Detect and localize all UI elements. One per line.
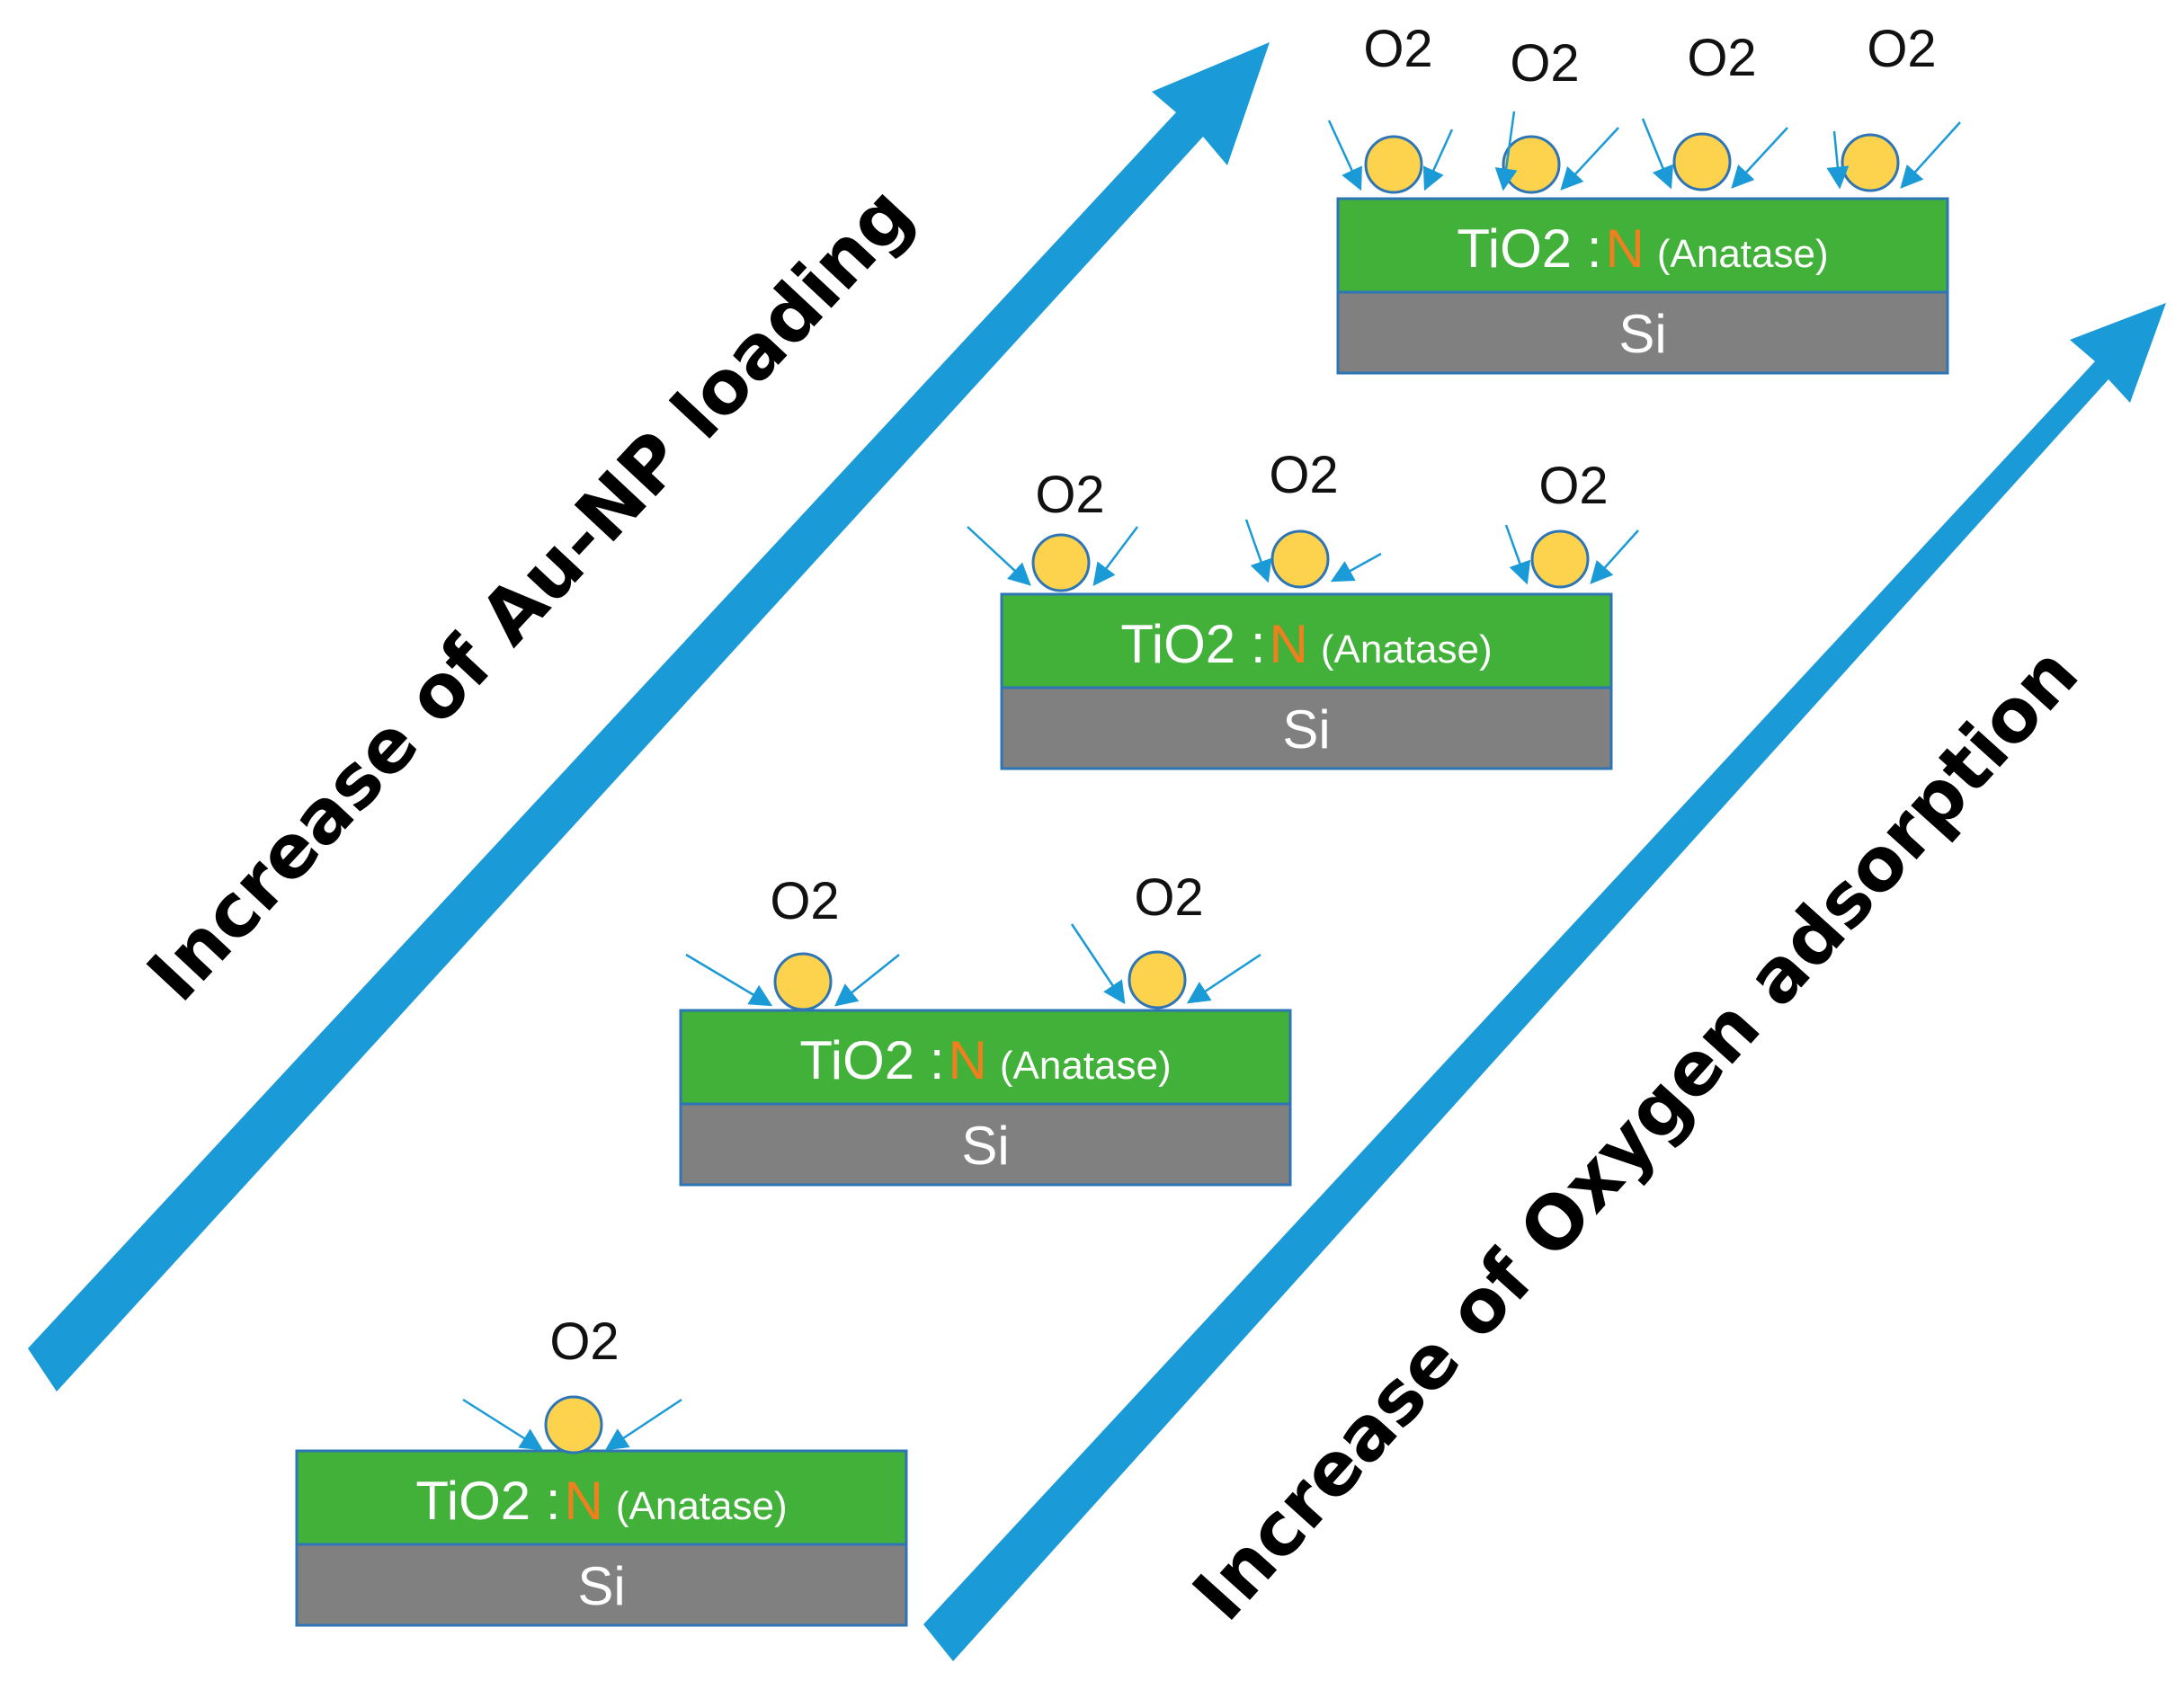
- oxygen-flow-arrow: [1641, 118, 1674, 190]
- nanoparticle-site: O2: [1826, 20, 1961, 192]
- phase-label: (Anatase): [1657, 232, 1829, 276]
- film-formula: TiO2 :: [415, 1471, 560, 1531]
- nanoparticle-site: O2: [967, 466, 1138, 592]
- nanoparticle-site: O2: [1070, 868, 1261, 1010]
- si-substrate: [679, 1102, 1292, 1187]
- o2-label: O2: [1510, 34, 1579, 93]
- oxygen-flow-arrow: [1494, 111, 1518, 191]
- o2-label: O2: [1035, 466, 1104, 524]
- film-label: TiO2 : N (Anatase): [1457, 218, 1828, 279]
- au-nanoparticle: [1364, 135, 1423, 194]
- film-formula: TiO2 :: [799, 1030, 944, 1090]
- film-formula: TiO2 :: [1120, 614, 1265, 674]
- oxygen-flow-arrow: [685, 953, 773, 1007]
- sample-1: TiO2 : N (Anatase) Si O2: [295, 1312, 908, 1627]
- sample-2: TiO2 : N (Anatase) Si O2 O2: [679, 868, 1292, 1187]
- oxygen-flow-arrow: [1330, 552, 1382, 583]
- oxygen-flow-arrow: [604, 1398, 682, 1451]
- oxygen-flow-arrow: [1504, 524, 1531, 585]
- oxygen-flow-arrow: [1092, 526, 1138, 586]
- au-nanoparticle: [544, 1395, 603, 1454]
- o2-label: O2: [549, 1312, 619, 1371]
- o2-label: O2: [1269, 446, 1338, 504]
- oxygen-arrow-label: Increase of Oxygen adsorption: [1177, 631, 2095, 1637]
- sample-3: TiO2 : N (Anatase) Si O2 O2 O2: [967, 446, 1639, 770]
- au-nanoparticle: [1502, 135, 1561, 194]
- film-formula: TiO2 :: [1457, 218, 1601, 279]
- si-substrate: [1336, 290, 1949, 375]
- film-label: TiO2 : N (Anatase): [799, 1030, 1171, 1090]
- au-nanoparticle: [1841, 133, 1900, 192]
- tio2-n-film: [295, 1449, 908, 1546]
- au-np-arrow-shape: [28, 42, 1270, 1392]
- oxygen-flow-arrow: [1327, 120, 1362, 191]
- o2-label: O2: [1867, 20, 1936, 78]
- oxygen-flow-arrow: [462, 1398, 544, 1451]
- substrate-label: Si: [577, 1556, 625, 1616]
- oxygen-flow-arrow: [1590, 529, 1639, 584]
- substrate-label: Si: [1282, 699, 1330, 760]
- o2-label: O2: [1687, 29, 1756, 87]
- phase-label: (Anatase): [616, 1484, 788, 1528]
- oxygen-flow-arrow: [1244, 519, 1272, 583]
- nanoparticle-site: O2: [1641, 29, 1788, 191]
- nanoparticle-site: O2: [1244, 446, 1382, 589]
- si-substrate: [1000, 686, 1613, 770]
- oxygen-flow-arrow: [1900, 121, 1961, 189]
- oxygen-flow-arrow: [1826, 130, 1850, 190]
- au-nanoparticle: [1672, 132, 1732, 191]
- nanoparticle-site: O2: [1327, 20, 1454, 194]
- au-nanoparticle: [1031, 533, 1091, 592]
- oxygen-flow-arrow: [1560, 127, 1619, 191]
- oxygen-flow-arrow: [1186, 953, 1261, 1004]
- oxygen-flow-arrow: [1731, 127, 1788, 189]
- dopant-label: N: [949, 1030, 987, 1090]
- o2-label: O2: [1134, 868, 1203, 927]
- dopant-label: N: [1270, 614, 1308, 674]
- si-substrate: [295, 1543, 908, 1627]
- tio2-n-film: [1336, 197, 1949, 294]
- sample-4: TiO2 : N (Anatase) Si O2 O2 O2 O2: [1327, 20, 1961, 375]
- oxygen-flow-arrow: [1422, 129, 1454, 191]
- tio2-n-film: [679, 1009, 1292, 1106]
- phase-label: (Anatase): [1000, 1044, 1172, 1088]
- dopant-label: N: [565, 1471, 603, 1531]
- nanoparticle-site: O2: [1494, 34, 1619, 194]
- oxygen-arrow-shape: [923, 303, 2166, 1661]
- au-nanoparticle: [1128, 950, 1187, 1010]
- dopant-label: N: [1606, 218, 1645, 279]
- au-nanoparticle: [773, 952, 833, 1011]
- au-nanoparticle: [1270, 529, 1330, 589]
- o2-label: O2: [1538, 457, 1608, 515]
- oxygen-flow-arrow: [967, 526, 1031, 586]
- o2-label: O2: [1363, 20, 1432, 78]
- nanoparticle-site: O2: [685, 872, 900, 1011]
- substrate-label: Si: [961, 1116, 1009, 1176]
- au-nanoparticle: [1530, 529, 1590, 589]
- nanoparticle-site: O2: [462, 1312, 682, 1454]
- film-label: TiO2 : N (Anatase): [1120, 614, 1492, 674]
- tio2-n-film: [1000, 592, 1613, 689]
- film-label: TiO2 : N (Anatase): [415, 1471, 787, 1531]
- nanoparticle-site: O2: [1504, 457, 1639, 589]
- substrate-label: Si: [1618, 304, 1666, 364]
- oxygen-flow-arrow: [1070, 923, 1126, 1005]
- phase-label: (Anatase): [1321, 627, 1493, 672]
- oxygen-flow-arrow: [834, 954, 900, 1007]
- o2-label: O2: [770, 872, 839, 930]
